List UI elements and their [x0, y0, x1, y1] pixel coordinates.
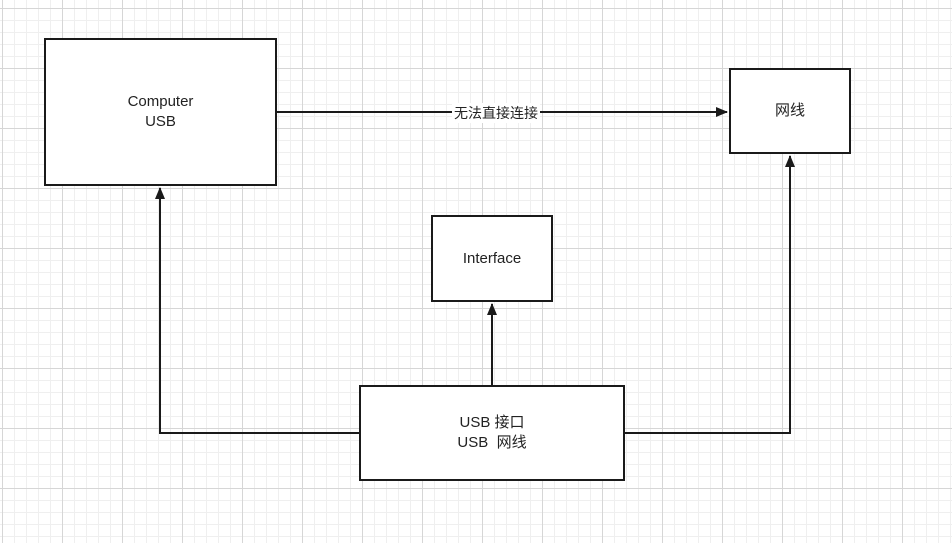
network-cable-node-label: 网线	[774, 102, 805, 119]
computer-node[interactable]: Computer USB	[44, 38, 277, 186]
interface-node[interactable]: Interface	[431, 215, 553, 302]
adapter-node[interactable]: USB 接口 USB 网线	[359, 385, 625, 481]
computer-node-title: Computer	[127, 93, 194, 110]
edge-adapter-to-network-cable	[625, 155, 795, 434]
edge-adapter-to-computer	[155, 187, 359, 434]
network-cable-node[interactable]: 网线	[729, 68, 851, 154]
adapter-node-line2: USB 网线	[457, 434, 527, 451]
computer-node-subtitle: USB	[145, 113, 176, 130]
edge-label-cannot-connect-directly: 无法直接连接	[452, 103, 540, 123]
adapter-node-line1: USB 接口	[459, 414, 525, 431]
interface-node-label: Interface	[462, 249, 522, 267]
